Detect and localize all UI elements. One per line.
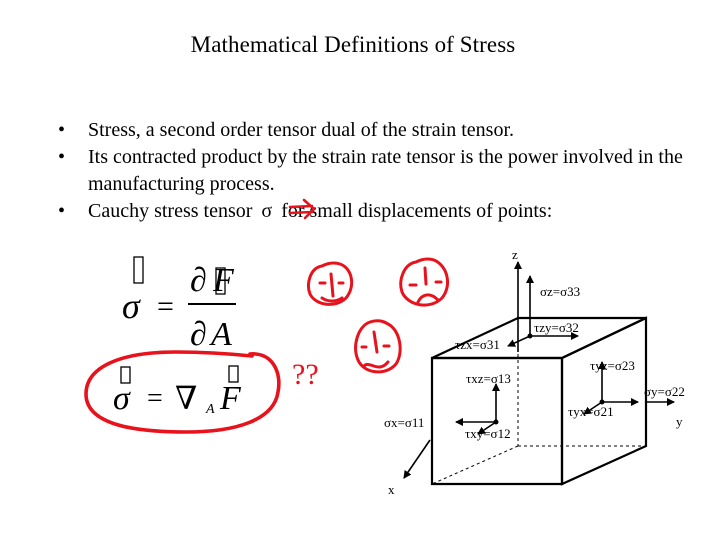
eq1-num-d: ∂ bbox=[190, 262, 207, 299]
bullet-text: Its contracted product by the strain rat… bbox=[88, 146, 683, 195]
bullet-item: • Cauchy stress tensor σ for small displ… bbox=[58, 198, 698, 225]
tau-zy-label: τzy=σ32 bbox=[534, 320, 579, 335]
equation-gradient: σ = ∇ A F bbox=[113, 365, 242, 417]
sigma-x-label: σx=σ11 bbox=[384, 415, 424, 430]
eq1-den-var: A bbox=[209, 316, 232, 353]
tau-zx-label: τzx=σ31 bbox=[455, 337, 500, 352]
bullet-text: Cauchy stress tensor bbox=[88, 200, 253, 222]
tau-yx-label: τyx=σ21 bbox=[568, 404, 614, 419]
sigma-arrow-annotation bbox=[288, 198, 316, 220]
eq1-den-d: ∂ bbox=[190, 316, 207, 353]
eq1-lhs: σ bbox=[122, 286, 141, 326]
face-doodle-icon bbox=[354, 319, 402, 374]
bullet-dot: • bbox=[58, 200, 66, 222]
bullet-list: • Stress, a second order tensor dual of … bbox=[58, 117, 698, 236]
tensor-box-icon bbox=[133, 256, 144, 284]
bullet-item: • Stress, a second order tensor dual of … bbox=[58, 117, 698, 144]
sigma-symbol: σ bbox=[261, 200, 273, 222]
face-doodle-icon bbox=[307, 261, 354, 306]
axis-y-label: y bbox=[676, 414, 683, 429]
tensor-box-icon bbox=[228, 365, 239, 383]
eq1-equals: = bbox=[157, 290, 174, 323]
axis-z-label: z bbox=[512, 247, 518, 262]
eq2-op: ∇ bbox=[175, 380, 197, 416]
eq2-var: F bbox=[219, 380, 242, 417]
bullet-dot: • bbox=[58, 146, 66, 168]
slide-title: Mathematical Definitions of Stress bbox=[190, 32, 516, 57]
stress-cube-diagram: z y x σz=σ33 τzy=σ32 τzx=σ31 τyz=σ23 τxz… bbox=[384, 247, 685, 497]
bullet-dot: • bbox=[58, 119, 66, 141]
tau-xy-label: τxy=σ12 bbox=[465, 426, 511, 441]
eq2-sub: A bbox=[205, 402, 215, 417]
tensor-box-icon bbox=[215, 267, 226, 295]
sigma-y-label: σy=σ22 bbox=[644, 384, 685, 399]
eq2-equals: = bbox=[147, 383, 163, 414]
tensor-box-icon bbox=[120, 366, 131, 384]
question-marks-annotation: ?? bbox=[292, 358, 319, 391]
svg-text:??: ?? bbox=[292, 358, 319, 391]
tau-yz-label: τyz=σ23 bbox=[590, 358, 635, 373]
bullet-item: • Its contracted product by the strain r… bbox=[58, 144, 698, 198]
red-circle-annotation bbox=[84, 350, 281, 434]
eq2-lhs: σ bbox=[113, 380, 131, 417]
bullet-text: for small displacements of points: bbox=[281, 200, 553, 222]
bullet-text: Stress, a second order tensor dual of th… bbox=[88, 119, 515, 141]
axis-x-label: x bbox=[388, 482, 395, 497]
eq1-num-var: F bbox=[212, 262, 235, 299]
sigma-z-label: σz=σ33 bbox=[540, 284, 580, 299]
tau-xz-label: τxz=σ13 bbox=[466, 371, 511, 386]
face-doodle-icon bbox=[399, 257, 450, 307]
equation-partial: σ = ∂ F ∂ A bbox=[122, 256, 236, 353]
